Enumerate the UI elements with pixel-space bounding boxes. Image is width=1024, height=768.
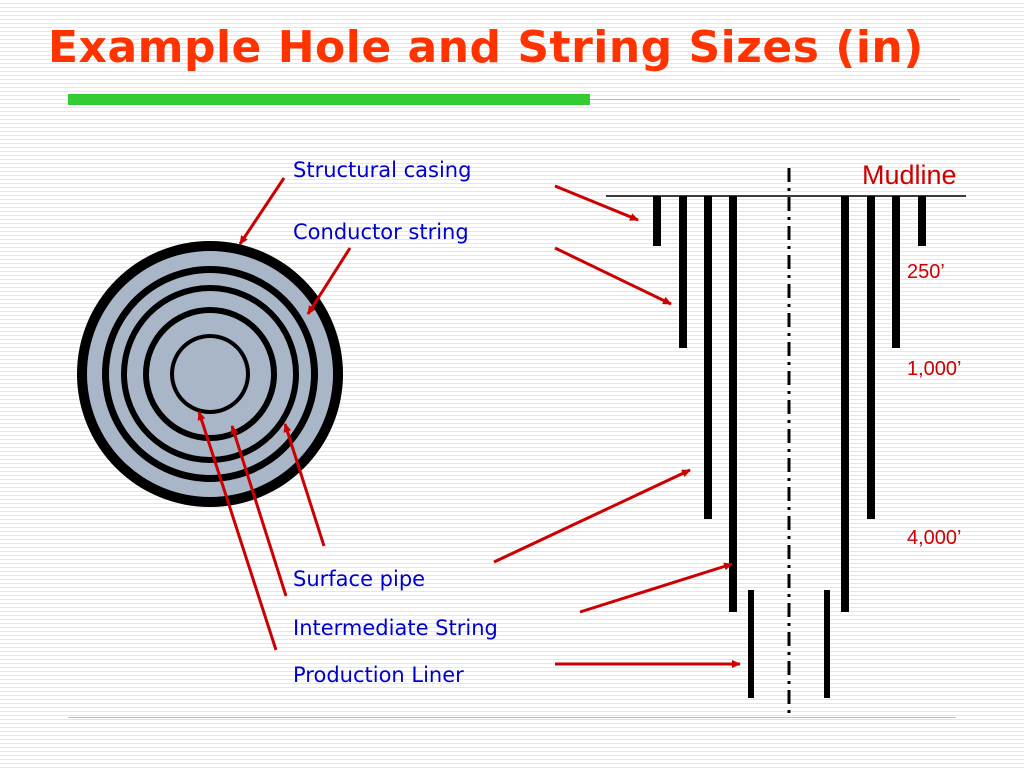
intermediate-string-wall-right: [841, 196, 849, 612]
side-view-arrows: [493, 184, 741, 668]
title-accent-bar: [68, 94, 590, 105]
footer-divider: [68, 717, 956, 718]
strings-side-view: [653, 196, 926, 698]
arrow-structural-casing-side: [554, 184, 639, 222]
conductor-string-wall-left: [679, 196, 687, 348]
casing-cross-section: [77, 241, 343, 507]
arrow-conductor-string-ring: [306, 247, 352, 315]
arrow-surface-pipe-side: [493, 468, 691, 564]
production-liner-bore: [174, 338, 246, 410]
intermediate-string-wall-left: [729, 196, 737, 612]
label-production-liner: Production Liner: [293, 663, 464, 687]
depth-label-250: 250’: [907, 261, 945, 283]
arrow-conductor-string-side: [554, 246, 672, 306]
cross-section-arrows: [197, 177, 352, 651]
arrow-production-liner-ring: [197, 411, 278, 651]
label-conductor-string: Conductor string: [293, 220, 469, 244]
arrow-surface-pipe-ring: [283, 423, 326, 547]
surface-pipe-wall-right: [867, 196, 875, 519]
label-intermediate-string: Intermediate String: [293, 616, 498, 640]
arrow-intermediate-string-ring: [230, 425, 288, 597]
mudline-label: Mudline: [862, 160, 957, 190]
production-liner-wall-right: [824, 590, 830, 698]
arrow-intermediate-string-side: [579, 562, 733, 614]
label-surface-pipe: Surface pipe: [293, 567, 426, 591]
depth-label-1000: 1,000’: [907, 358, 962, 380]
surface-pipe-wall-left: [704, 196, 712, 519]
production-liner-wall-left: [748, 590, 754, 698]
structural-casing-wall-right: [918, 196, 926, 246]
conductor-string-wall-right: [892, 196, 900, 348]
slide-title: Example Hole and String Sizes (in): [48, 22, 924, 73]
title-underline: [590, 99, 960, 100]
structural-casing-wall-left: [653, 196, 661, 246]
label-structural-casing: Structural casing: [293, 158, 472, 182]
depth-label-4000: 4,000’: [907, 527, 962, 549]
arrow-structural-casing-ring: [238, 177, 286, 245]
